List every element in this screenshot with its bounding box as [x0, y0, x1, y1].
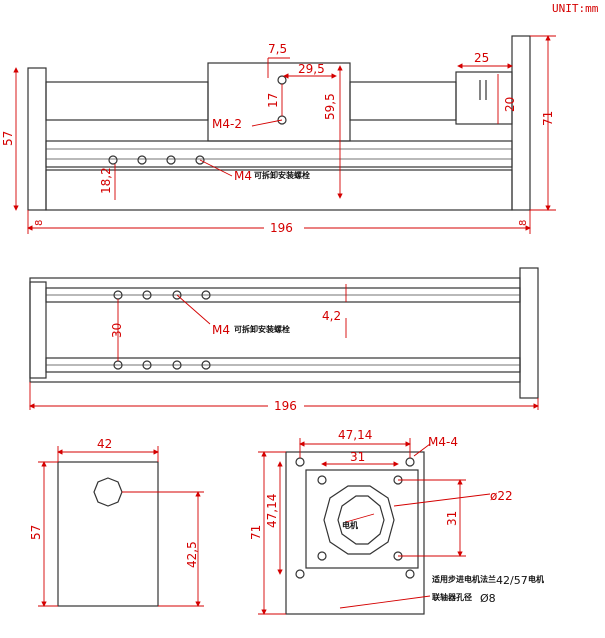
- flange-inner: [337, 495, 385, 545]
- dim-31-side: 31: [445, 511, 459, 526]
- callout-m4-note-mid: 可拆卸安装螺栓: [234, 324, 290, 334]
- dim-7-5: 7,5: [268, 42, 287, 56]
- dim-59-5: 59,5: [323, 93, 337, 120]
- mid-left-plate: [29, 281, 47, 379]
- note-line1-prefix: 适用步进电机法兰: [432, 574, 496, 584]
- coupling-block: [455, 71, 513, 125]
- rail: [45, 140, 513, 168]
- dim-57: 57: [1, 131, 15, 146]
- dim-20: 20: [503, 97, 517, 112]
- dim-phi22: ø22: [490, 489, 513, 503]
- dim-47-14-side: 47,14: [265, 494, 279, 528]
- flange-outer: [323, 485, 395, 555]
- dim-30: 30: [110, 323, 124, 338]
- callout-m4-4: M4-4: [428, 435, 458, 449]
- mount-plate: [285, 451, 425, 615]
- hole-label: 电机: [342, 520, 358, 530]
- mid-holes-top: [113, 290, 211, 300]
- middle-view: 30 4,2 M4 可拆卸安装螺栓 196: [29, 267, 539, 413]
- mount-flange: [305, 469, 419, 569]
- dim-31-top: 31: [350, 450, 365, 464]
- dim-57-bottom: 57: [29, 525, 43, 540]
- motor-mount-plate: 47,14 31 M4-4 ø22 31 47,14 71 电机 适用步进电机法…: [249, 428, 544, 615]
- dim-8-left: 8: [34, 220, 45, 226]
- dim-42: 42: [97, 437, 112, 451]
- unit-label: UNIT:mm: [552, 2, 599, 15]
- dim-42-5: 42,5: [185, 541, 199, 568]
- dim-17: 17: [266, 93, 280, 108]
- dim-71-bottom: 71: [249, 525, 263, 540]
- lead-screw-left: [45, 81, 209, 121]
- top-view: 7,5 29,5 25 17 59,5 20 71 57 18,2 196 8 …: [1, 35, 556, 235]
- callout-m4-2: M4-2: [212, 117, 242, 131]
- base: [45, 169, 513, 211]
- note-line1-value: 42/57: [496, 574, 528, 587]
- lead-screw-right: [349, 81, 457, 121]
- dim-196-mid: 196: [274, 399, 297, 413]
- dim-71: 71: [541, 111, 555, 126]
- dim-25: 25: [474, 51, 489, 65]
- right-end-plate: [511, 35, 531, 211]
- left-end-plate: [27, 67, 47, 211]
- mid-right-plate: [519, 267, 539, 399]
- callout-m4-top: M4: [234, 169, 252, 183]
- note-line1-suffix: 电机: [528, 574, 544, 584]
- carriage-hole-top: [277, 75, 287, 85]
- end-plate-hole: [93, 477, 123, 507]
- note-line2-prefix: 联轴器孔径: [432, 592, 472, 602]
- dim-8-right: 8: [518, 220, 529, 226]
- rail-holes: [108, 155, 205, 165]
- dim-47-14-top: 47,14: [338, 428, 372, 442]
- end-view-left: 42 57 42,5: [29, 437, 204, 607]
- end-plate: [57, 461, 159, 607]
- dim-4-2: 4,2: [322, 309, 341, 323]
- callout-m4-note-top: 可拆卸安装螺栓: [254, 170, 310, 180]
- callout-m4-mid: M4: [212, 323, 230, 337]
- flange-holes: [295, 457, 415, 579]
- dim-196-top: 196: [270, 221, 293, 235]
- note-line2-value: Ø8: [480, 592, 496, 605]
- dim-29-5: 29,5: [298, 62, 325, 76]
- mid-holes-bottom: [113, 360, 211, 370]
- dim-18-2: 18,2: [99, 167, 113, 194]
- mid-frame: [29, 277, 521, 383]
